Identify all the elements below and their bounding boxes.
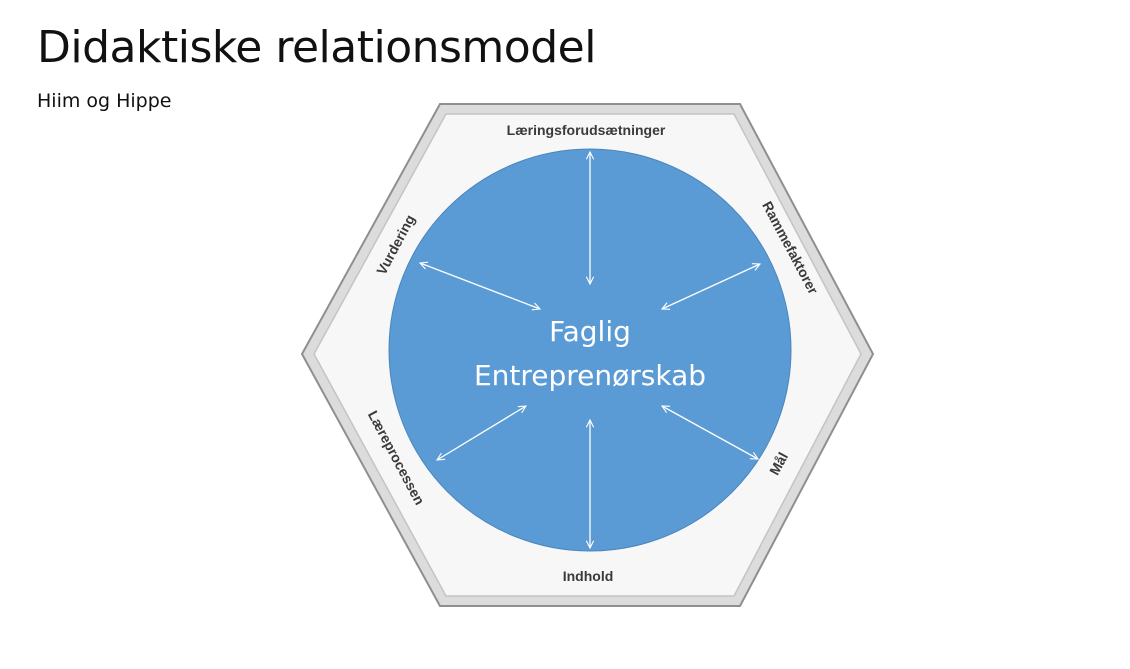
label-indhold: Indhold: [563, 568, 614, 584]
slide-subtitle: Hiim og Hippe: [37, 90, 172, 112]
arrow-bottom-right: [662, 406, 758, 459]
slide-title: Didaktiske relationsmodel: [37, 22, 596, 73]
arrow-top-right: [662, 264, 760, 309]
center-label-line1: Faglig: [549, 315, 631, 348]
arrow-bottom-left: [437, 406, 526, 460]
label-laeringsforudsaetninger: Læringsforudsætninger: [507, 122, 666, 138]
center-label-line2: Entreprenørskab: [474, 359, 706, 392]
arrow-top-left: [420, 263, 540, 309]
